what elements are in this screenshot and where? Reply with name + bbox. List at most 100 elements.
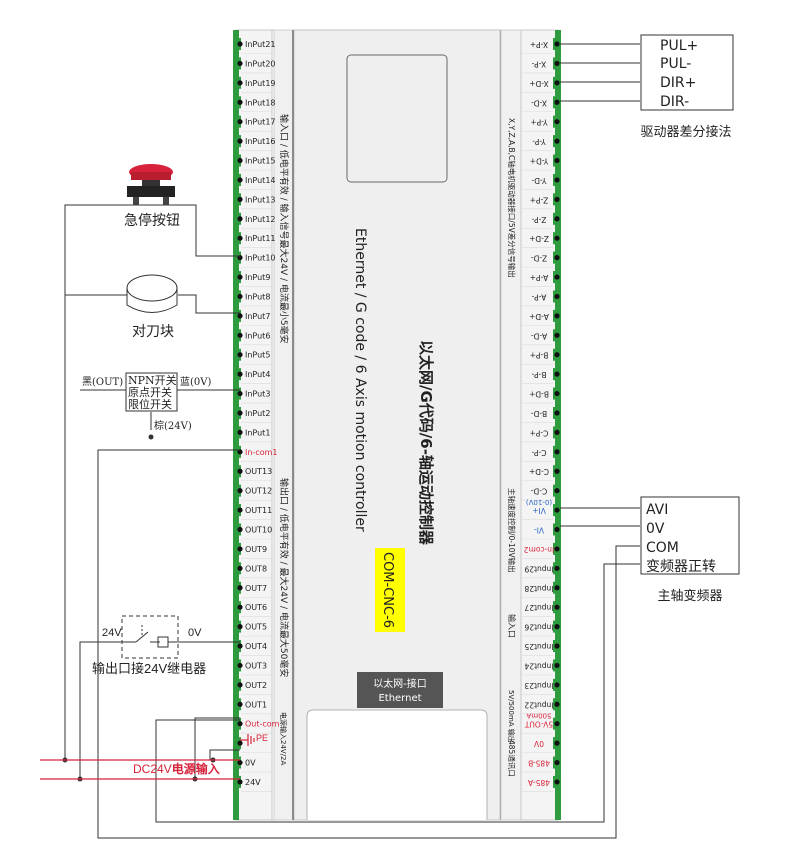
left-terminal-9-screw[interactable]	[237, 216, 243, 222]
right-terminal-19-screw[interactable]	[554, 410, 560, 416]
right-terminal-35-label: 5V-OUT	[524, 720, 553, 729]
right-terminal-36-screw[interactable]	[554, 740, 560, 746]
right-terminal-16-label: B-P+	[530, 351, 549, 360]
left-terminal-22-label: OUT13	[245, 467, 272, 476]
left-terminal-37-screw[interactable]	[237, 759, 243, 766]
right-terminal-30-screw[interactable]	[554, 624, 560, 630]
right-terminal-9-screw[interactable]	[554, 216, 560, 222]
left-terminal-2-screw[interactable]	[237, 80, 243, 86]
left-terminal-4-screw[interactable]	[237, 119, 243, 125]
left-terminal-13-screw[interactable]	[237, 293, 243, 300]
left-terminal-30-screw[interactable]	[237, 624, 243, 630]
right-terminal-20-screw[interactable]	[554, 429, 560, 435]
right-terminal-34-screw[interactable]	[554, 701, 560, 707]
left-terminal-17-screw[interactable]	[237, 371, 243, 377]
left-terminal-28-block	[233, 581, 241, 594]
right-terminal-14-screw[interactable]	[554, 313, 560, 319]
left-terminal-32-screw[interactable]	[237, 662, 243, 669]
left-terminal-34-screw[interactable]	[237, 701, 243, 707]
right-terminal-7-screw[interactable]	[554, 177, 560, 183]
right-terminal-8-screw[interactable]	[554, 196, 560, 202]
left-terminal-6-screw[interactable]	[237, 157, 243, 164]
left-terminal-12-screw[interactable]	[237, 274, 243, 280]
model-badge	[375, 548, 405, 632]
right-terminal-0-screw[interactable]	[554, 41, 560, 47]
right-terminal-38-screw[interactable]	[554, 779, 560, 785]
left-terminal-22-block	[233, 465, 241, 478]
left-terminal-7-label: InPut14	[245, 176, 276, 185]
left-terminal-10-block	[233, 232, 241, 245]
left-terminal-35-screw[interactable]	[237, 721, 243, 727]
right-terminal-29-screw[interactable]	[554, 604, 560, 610]
left-terminal-19-screw[interactable]	[237, 410, 243, 416]
left-terminal-20-screw[interactable]	[237, 429, 243, 435]
dc-power-text: 电源输入	[171, 762, 220, 776]
right-terminal-4-screw[interactable]	[554, 119, 560, 125]
right-terminal-5-screw[interactable]	[554, 138, 560, 144]
left-terminal-8-screw[interactable]	[237, 196, 243, 202]
left-terminal-16-screw[interactable]	[237, 352, 243, 358]
left-terminal-10-screw[interactable]	[237, 235, 243, 241]
right-terminal-17-screw[interactable]	[554, 371, 560, 377]
right-terminal-13-screw[interactable]	[554, 293, 560, 300]
left-terminal-29-screw[interactable]	[237, 604, 243, 610]
right-terminal-17-label: B-P-	[531, 370, 546, 379]
npn-switch-box	[125, 372, 178, 412]
right-terminal-28-screw[interactable]	[554, 585, 560, 591]
left-terminal-24-screw[interactable]	[237, 507, 243, 513]
right-terminal-31-screw[interactable]	[554, 643, 560, 649]
right-terminal-24-screw[interactable]	[554, 507, 560, 513]
left-terminal-15-screw[interactable]	[237, 332, 243, 338]
left-terminal-36-block	[233, 737, 241, 750]
right-terminal-1-screw[interactable]	[554, 60, 560, 67]
right-terminal-27-label: Input29	[524, 564, 553, 573]
left-terminal-1-screw[interactable]	[237, 60, 243, 67]
right-terminal-35-screw[interactable]	[554, 721, 560, 727]
right-terminal-16-screw[interactable]	[554, 352, 560, 358]
vfd-wires	[97, 449, 640, 839]
right-terminal-3-screw[interactable]	[554, 99, 560, 105]
strip-input-port-right: 输入口	[507, 614, 517, 638]
left-terminal-26-screw[interactable]	[237, 546, 243, 552]
left-terminal-6-label: InPut15	[245, 157, 276, 166]
left-terminal-36-screw[interactable]	[237, 740, 243, 746]
left-terminal-21-screw[interactable]	[237, 449, 243, 455]
right-terminal-18-screw[interactable]	[554, 390, 560, 397]
right-terminal-33-screw[interactable]	[554, 682, 560, 688]
left-terminal-30-block	[233, 620, 241, 633]
right-terminal-15-screw[interactable]	[554, 332, 560, 338]
left-terminal-14-screw[interactable]	[237, 313, 243, 319]
left-terminal-22-screw[interactable]	[237, 468, 243, 474]
left-terminal-3-screw[interactable]	[237, 99, 243, 105]
left-terminal-31-block	[233, 640, 241, 653]
right-terminal-32-screw[interactable]	[554, 662, 560, 669]
left-terminal-23-screw[interactable]	[237, 488, 243, 494]
left-terminal-27-screw[interactable]	[237, 565, 243, 571]
right-terminal-26-screw[interactable]	[554, 546, 560, 552]
right-terminal-6-screw[interactable]	[554, 157, 560, 164]
right-terminal-12-screw[interactable]	[554, 274, 560, 280]
left-terminal-0-screw[interactable]	[237, 41, 243, 47]
left-terminal-33-screw[interactable]	[237, 682, 243, 688]
left-terminal-28-screw[interactable]	[237, 585, 243, 591]
left-terminal-38-screw[interactable]	[237, 779, 243, 785]
left-terminal-5-screw[interactable]	[237, 138, 243, 144]
right-terminal-25-screw[interactable]	[554, 526, 560, 533]
right-terminal-21-screw[interactable]	[554, 449, 560, 455]
right-terminal-27-screw[interactable]	[554, 565, 560, 571]
estop-icon	[127, 164, 175, 205]
right-terminal-2-screw[interactable]	[554, 80, 560, 86]
left-terminal-7-screw[interactable]	[237, 177, 243, 183]
left-terminal-1-block	[233, 57, 241, 70]
left-terminal-25-screw[interactable]	[237, 526, 243, 533]
right-terminal-10-screw[interactable]	[554, 235, 560, 241]
strip-output-port: 输出口 / 低电平有效 / 最大24V / 电流最大50毫安	[278, 478, 290, 677]
right-terminal-22-screw[interactable]	[554, 468, 560, 474]
left-terminal-18-screw[interactable]	[237, 390, 243, 397]
right-terminal-37-screw[interactable]	[554, 759, 560, 766]
right-terminal-23-screw[interactable]	[554, 488, 560, 494]
left-terminal-31-screw[interactable]	[237, 643, 243, 649]
right-terminal-24-label: VI+	[532, 506, 546, 515]
right-terminal-11-screw[interactable]	[554, 255, 560, 261]
right-terminal-23-label: C-D-	[531, 487, 548, 496]
